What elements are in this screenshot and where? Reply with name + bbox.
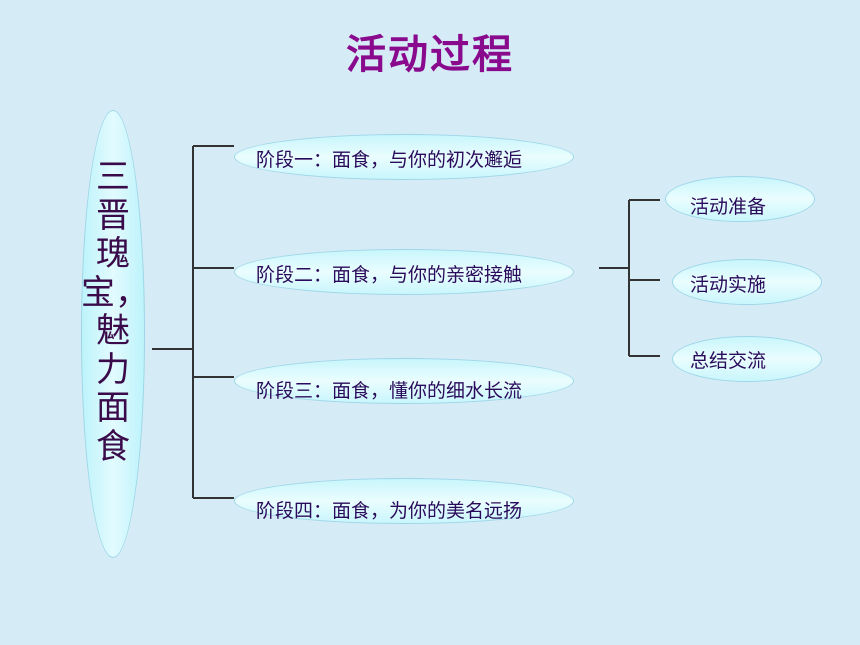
stage-node-3-label: 阶段三：面食，懂你的细水长流 bbox=[256, 380, 523, 402]
root-node-label: 三晋瑰宝，魅力面食 bbox=[81, 157, 149, 467]
activity-node-3-label: 总结交流 bbox=[690, 350, 767, 372]
activity-node-1-label: 活动准备 bbox=[690, 196, 767, 218]
stage-node-2-label: 阶段二：面食，与你的亲密接触 bbox=[256, 264, 523, 286]
activity-node-3 bbox=[672, 336, 822, 382]
activity-node-2 bbox=[672, 259, 822, 305]
stage-node-2 bbox=[234, 249, 574, 295]
activity-node-1 bbox=[665, 176, 815, 222]
stage-node-1-label: 阶段一：面食，与你的初次邂逅 bbox=[256, 149, 523, 171]
slide-title: 活动过程 bbox=[346, 32, 514, 78]
root-node bbox=[81, 110, 145, 558]
stage-node-4-label: 阶段四：面食，为你的美名远扬 bbox=[256, 500, 523, 522]
activity-node-2-label: 活动实施 bbox=[690, 274, 767, 296]
stage-node-4 bbox=[234, 478, 574, 524]
stage-node-3 bbox=[234, 358, 574, 404]
stage-node-1 bbox=[234, 134, 574, 180]
